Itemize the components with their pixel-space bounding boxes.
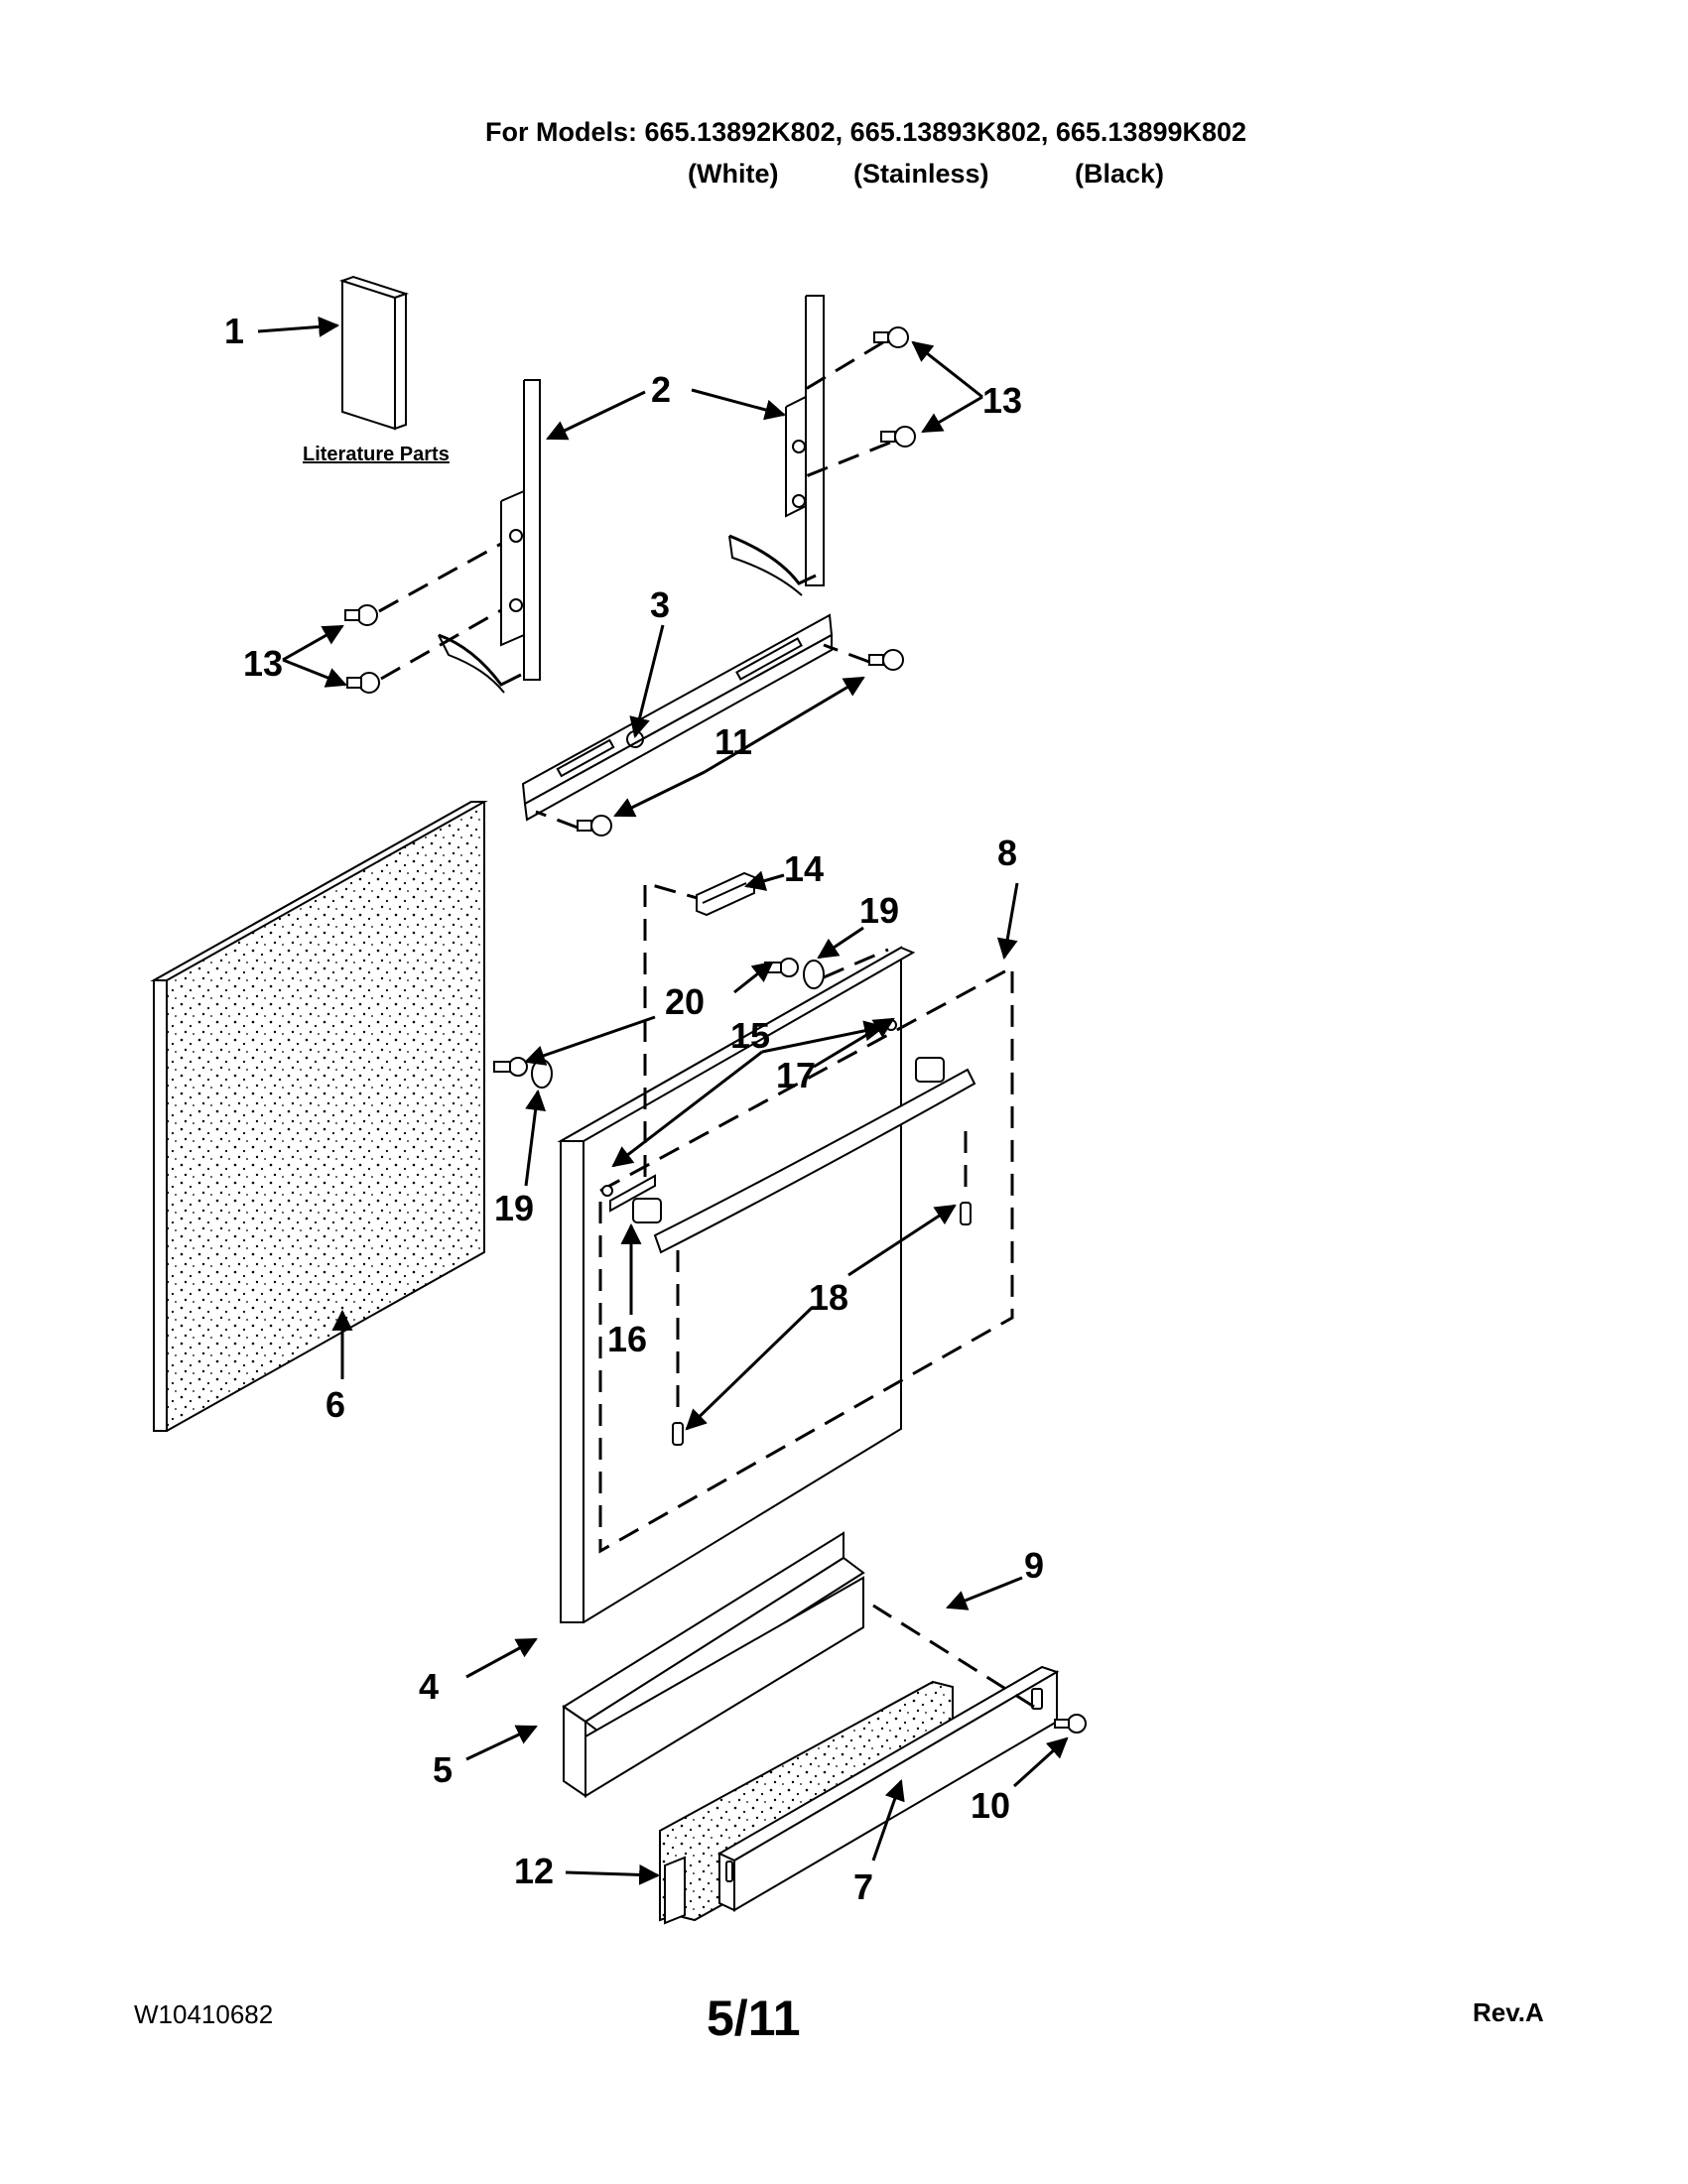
callout-20: 20	[665, 981, 705, 1022]
callout-17: 17	[776, 1055, 816, 1095]
callout-14: 14	[784, 848, 824, 889]
callout-numbers: 1 2 13 13 3 11 8 14 19 20 15 17 19 16 18…	[224, 311, 1044, 1907]
left-hinge-bracket	[438, 379, 541, 694]
models-line: For Models: 665.13892K802, 665.13893K802…	[485, 117, 1247, 147]
callout-1: 1	[224, 311, 244, 351]
vent-grille	[696, 871, 755, 917]
callout-10: 10	[971, 1785, 1010, 1826]
toe-screw	[1054, 1714, 1087, 1734]
handle-pins	[672, 1131, 972, 1446]
washer-lower	[531, 1059, 553, 1089]
callout-5: 5	[433, 1749, 453, 1790]
callout-13-right: 13	[982, 380, 1022, 421]
callout-4: 4	[419, 1666, 439, 1707]
mounting-bar	[521, 613, 834, 822]
callout-7: 7	[853, 1866, 873, 1907]
bar-screws	[535, 643, 904, 836]
callout-19-lower: 19	[494, 1188, 534, 1228]
callout-18: 18	[809, 1277, 848, 1318]
callout-13-left: 13	[243, 643, 283, 684]
color-black: (Black)	[1075, 159, 1165, 189]
callout-11: 11	[714, 721, 752, 762]
kick-bracket	[562, 1531, 865, 1798]
callout-8: 8	[997, 833, 1017, 873]
hinge-screws	[344, 326, 916, 694]
insulation-panel	[150, 801, 488, 1432]
callout-16: 16	[607, 1319, 647, 1359]
outer-door-panel	[557, 946, 916, 1623]
color-white: (White)	[688, 159, 779, 189]
panel-assembly-outline	[598, 964, 1014, 1554]
color-stainless: (Stainless)	[853, 159, 989, 189]
callout-9: 9	[1024, 1545, 1044, 1586]
literature-parts-label: Literature Parts	[303, 444, 450, 465]
callout-3: 3	[650, 584, 670, 625]
washer-upper	[803, 960, 825, 989]
callout-12: 12	[514, 1851, 554, 1891]
callout-leaders	[257, 316, 1069, 1885]
vent-outline	[643, 881, 715, 1177]
literature-booklet	[338, 275, 410, 431]
right-hinge-bracket	[728, 295, 825, 596]
page-number: 5/11	[707, 1991, 801, 2046]
document-number: W10410682	[134, 1999, 274, 2029]
callout-6: 6	[325, 1384, 345, 1425]
toe-clip	[664, 1856, 686, 1925]
callout-15: 15	[730, 1015, 770, 1056]
callout-2: 2	[651, 369, 671, 410]
revision-label: Rev.A	[1473, 1997, 1544, 2027]
door-handle	[632, 1057, 976, 1254]
callout-19-upper: 19	[859, 890, 899, 931]
